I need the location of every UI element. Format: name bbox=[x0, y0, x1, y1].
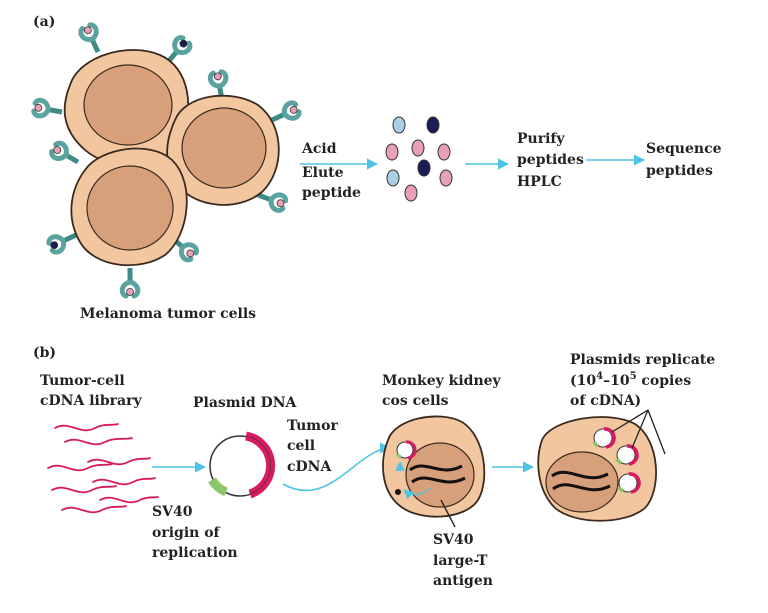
library-label-line2: cDNA library bbox=[40, 393, 142, 409]
eluted-peptides bbox=[385, 116, 453, 202]
large-t-antigen-dot bbox=[395, 489, 401, 495]
peptide-icon bbox=[417, 159, 431, 177]
sv40-origin-label-line3: replication bbox=[152, 545, 238, 561]
large-t-label-line2: large-T bbox=[433, 553, 488, 569]
step2-line3: HPLC bbox=[517, 174, 562, 190]
panel-b-label: (b) bbox=[33, 345, 56, 361]
step3-line2: peptides bbox=[646, 163, 713, 179]
tumor-cdna-label-line2: cell bbox=[287, 438, 315, 454]
peptide-icon bbox=[426, 116, 440, 134]
tumor-cdna-label-line3: cDNA bbox=[287, 459, 332, 475]
step2-line1: Purify bbox=[517, 131, 565, 147]
sv40-origin-label-line2: origin of bbox=[152, 525, 221, 541]
tumor-cdna-label-line1: Tumor bbox=[287, 418, 338, 434]
large-t-label-line1: SV40 bbox=[433, 532, 474, 548]
transfection-arrow bbox=[282, 442, 392, 492]
receptor-icon bbox=[33, 99, 63, 119]
monkey-label-line2: cos cells bbox=[382, 393, 449, 409]
replicate-copies: (104–105 copies bbox=[570, 371, 691, 389]
replicate-of-cdna: of cDNA) bbox=[570, 393, 641, 409]
sv40-origin-label-line1: SV40 bbox=[152, 504, 193, 520]
large-t-label-line3: antigen bbox=[433, 573, 493, 589]
peptide-icon bbox=[404, 184, 418, 202]
tumor-cell bbox=[63, 49, 190, 166]
plasmid-dna-label: Plasmid DNA bbox=[193, 395, 298, 411]
large-t-pointer bbox=[440, 499, 456, 528]
peptide-icon bbox=[386, 169, 400, 187]
melanoma-cell-cluster bbox=[33, 23, 301, 296]
receptor-icon bbox=[122, 268, 138, 296]
peptide-icon bbox=[385, 143, 399, 161]
step1-line2: Elute bbox=[302, 165, 344, 181]
cos-cell bbox=[382, 415, 486, 518]
sv40-origin-segment bbox=[208, 477, 228, 497]
receptor-icon bbox=[50, 141, 82, 168]
step3-line1: Sequence bbox=[646, 141, 722, 157]
melanoma-cells-label: Melanoma tumor cells bbox=[80, 306, 256, 322]
tumor-cell bbox=[70, 147, 188, 267]
monkey-label-line1: Monkey kidney bbox=[382, 373, 502, 389]
plasmid-copy-icon bbox=[592, 427, 616, 449]
step1-line1: Acid bbox=[301, 141, 337, 157]
receptor-icon bbox=[79, 23, 105, 55]
peptide-icon bbox=[439, 169, 453, 187]
plasmid-ring bbox=[208, 431, 276, 499]
step1-line3: peptide bbox=[302, 185, 361, 201]
peptide-icon bbox=[392, 116, 406, 134]
peptide-icon bbox=[437, 143, 451, 161]
cdna-library-fragments bbox=[47, 423, 159, 514]
replicate-title: Plasmids replicate bbox=[570, 352, 715, 368]
library-label-line1: Tumor-cell bbox=[40, 373, 125, 389]
step2-line2: peptides bbox=[517, 152, 584, 168]
panel-a-label: (a) bbox=[33, 14, 55, 30]
replicate-pointers bbox=[611, 409, 666, 455]
tumor-cell bbox=[166, 94, 280, 206]
plasmid-copy-icon bbox=[617, 472, 641, 494]
plasmid-copy-icon bbox=[615, 444, 639, 466]
peptide-icon bbox=[411, 139, 425, 157]
replicating-cos-cell bbox=[537, 416, 657, 522]
